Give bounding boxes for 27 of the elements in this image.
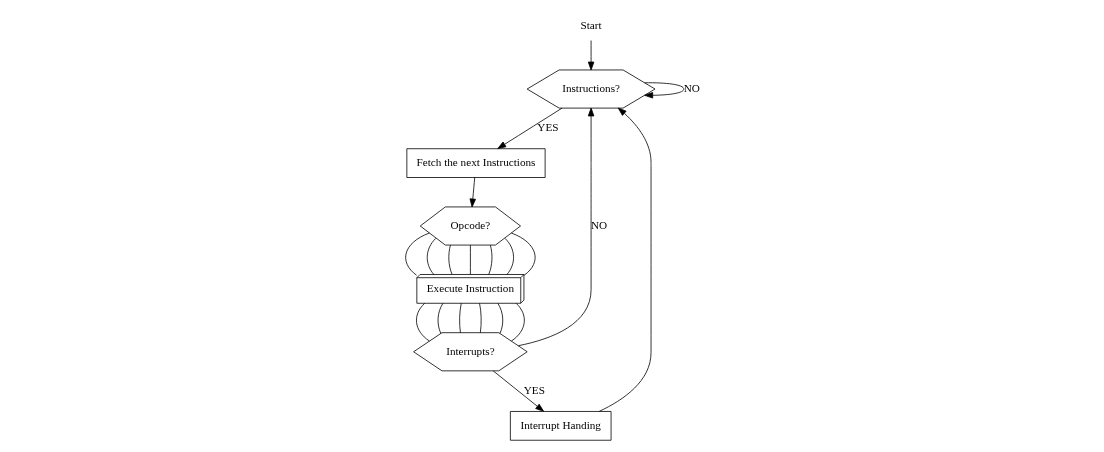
connector <box>458 302 462 334</box>
arrow <box>643 82 684 99</box>
connector <box>447 244 452 275</box>
arrow <box>587 40 594 71</box>
connector <box>487 244 492 275</box>
connector <box>426 237 436 275</box>
connector <box>469 244 471 275</box>
connector <box>437 302 443 334</box>
arrow <box>492 370 544 412</box>
arrow <box>496 107 562 149</box>
connector <box>478 302 482 334</box>
connector <box>504 237 514 275</box>
arrow <box>598 107 651 412</box>
edge-label: NO <box>590 218 607 231</box>
node-box: Interrupt Handing <box>509 411 611 441</box>
edge-label: NO <box>683 81 700 94</box>
arrow <box>517 107 594 347</box>
connector <box>404 232 430 276</box>
arrow <box>469 177 476 208</box>
edge-label: YES <box>523 384 545 397</box>
connector <box>510 302 525 342</box>
edge-label: YES <box>536 121 558 134</box>
connector <box>496 302 503 334</box>
connector <box>510 232 536 276</box>
node-box: Fetch the next Instructions <box>405 148 546 178</box>
node-text: Start <box>580 19 602 32</box>
connector <box>415 302 430 342</box>
